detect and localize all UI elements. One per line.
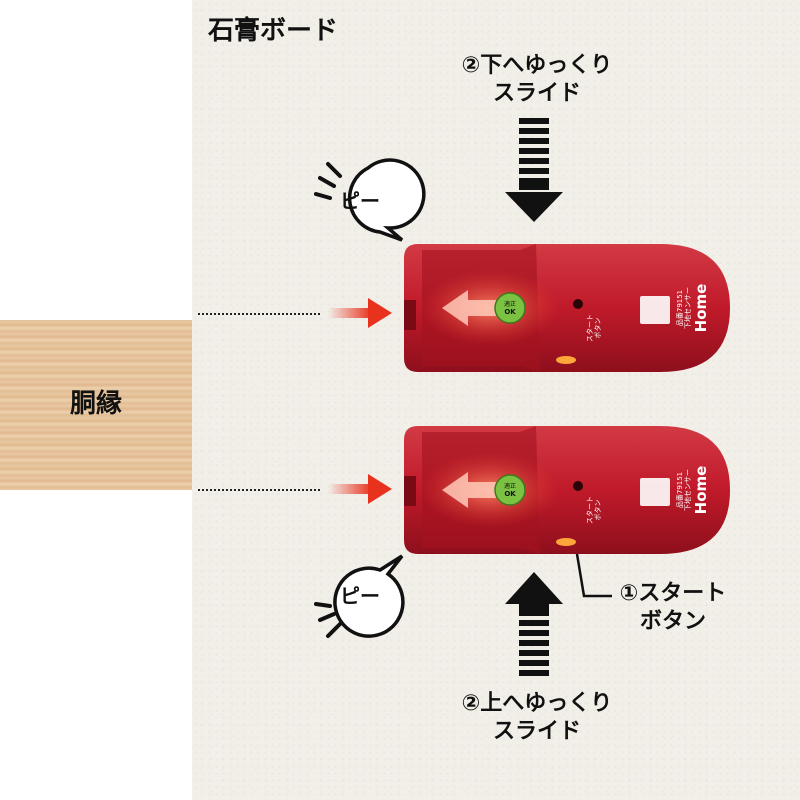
model-top: 品番79151 [676,290,684,326]
start-label-bottom-line1: スタート [585,496,594,524]
instruction-slide-up: ②上へゆっくり スライド [432,690,642,746]
instruction-slide-down-line2: スライド [492,81,581,106]
beep-text-top: ピー [340,189,380,213]
guide-dotted-line-top [198,313,320,315]
device-arrow-icon [442,472,496,508]
instruction-slide-up-line1: ②上へゆっくり [461,691,613,716]
red-arrow-top-icon [328,298,392,328]
beep-bubble-bottom-icon [314,554,405,638]
brand-top: Home [692,284,710,333]
red-arrow-bottom-icon [328,474,392,504]
indicator-label-top: 適正 [504,300,516,308]
instruction-slide-up-line2: スライド [492,719,581,744]
start-label-bottom-line2: ボタン [593,500,602,521]
instruction-slide-down: ②下へゆっくり スライド [432,52,642,108]
start-button-callout-line [572,535,612,598]
start-label-top-line2: ボタン [593,318,602,339]
brand-bottom: Home [692,466,710,515]
sensor-device-bottom [404,426,730,554]
stud-label: 胴縁 [69,389,122,419]
indicator-ok-light-top [494,292,526,324]
start-label-top-line1: スタート [585,314,594,342]
guide-dotted-line-bottom [198,489,320,491]
stud-wood [0,320,192,490]
instruction-start-line1: ①スタート [619,581,727,606]
indicator-label-bottom: 適正 [504,482,516,490]
indicator-ok-bottom: OK [504,490,516,498]
indicator-ok-top: OK [504,308,516,316]
up-arrow-icon [505,572,563,676]
beep-bubble-top-icon [314,158,426,242]
indicator-ok-light-bottom [494,474,526,506]
sensor-device-top [404,244,730,372]
instruction-slide-down-line1: ②下へゆっくり [461,53,613,78]
instruction-start-line2: ボタン [639,609,706,634]
beep-text-bottom: ピー [340,584,380,608]
drywall-area [192,0,800,800]
product-top: 下地センサー [683,287,692,329]
model-bottom: 品番79151 [676,472,684,508]
device-arrow-icon [442,290,496,326]
down-arrow-icon [505,118,563,222]
product-bottom: 下地センサー [683,469,692,511]
instruction-start-button: ①スタート ボタン [608,580,738,636]
wall-label: 石膏ボード [208,16,339,46]
